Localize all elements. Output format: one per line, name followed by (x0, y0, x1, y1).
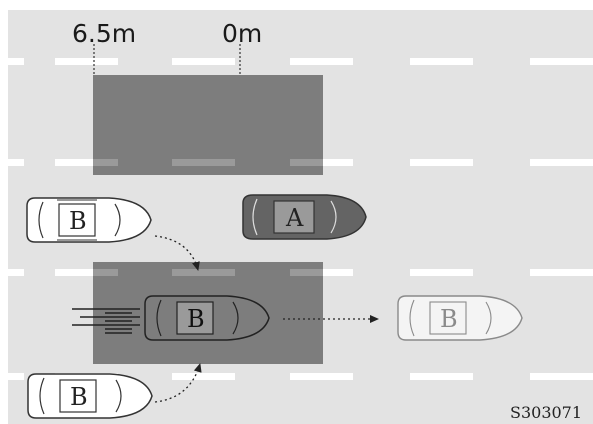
motion-lines (72, 308, 140, 334)
car-b-ahead: B (397, 295, 523, 341)
car-b-rear-bottom-label: B (70, 383, 88, 411)
figure-code: S303071 (510, 403, 582, 422)
distance-label-0m: 0m (222, 19, 262, 48)
zone-lane-markings (93, 159, 323, 276)
car-a: A (242, 194, 367, 240)
arrow-upper-into-zone (154, 235, 200, 271)
car-b-rear-left: B (26, 197, 152, 243)
car-b-in-zone-label: B (187, 305, 205, 333)
car-a-label: A (285, 204, 304, 232)
car-b-rear-left-label: B (69, 207, 87, 235)
detection-zone-upper (93, 75, 323, 175)
car-b-rear-bottom: B (27, 373, 153, 419)
car-b-ahead-label: B (440, 305, 458, 333)
distance-label-6-5m: 6.5m (72, 19, 136, 48)
arrow-lower-into-zone (154, 363, 202, 403)
car-b-in-zone: B (144, 295, 270, 341)
